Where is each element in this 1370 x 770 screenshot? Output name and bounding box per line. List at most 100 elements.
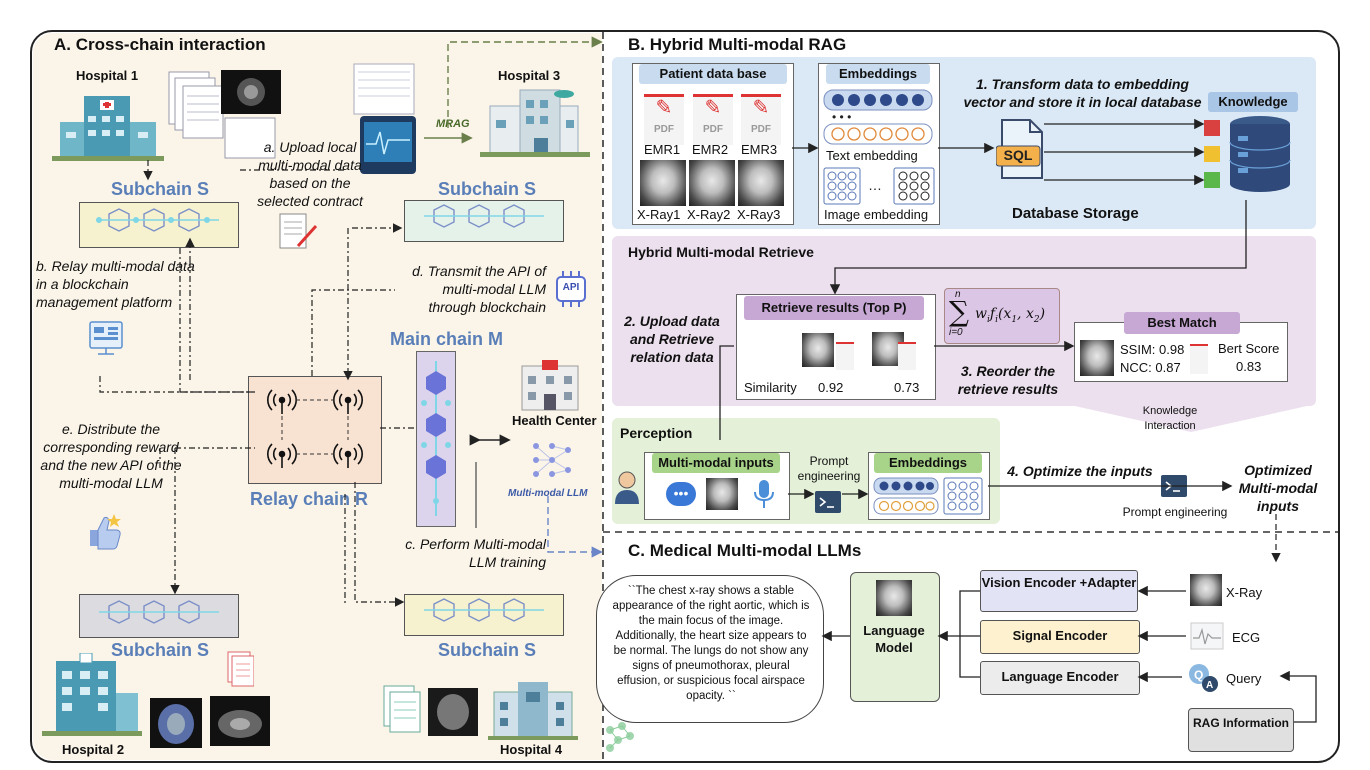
similarity-value-1: 0.92	[818, 380, 844, 395]
subchain-4-label: Subchain S	[438, 640, 537, 660]
perception-embeddings-header: Embeddings	[874, 453, 982, 473]
retrieve-result2-pdf-icon	[898, 342, 916, 370]
svg-text:A: A	[1206, 680, 1213, 691]
perception-title: Perception	[620, 425, 693, 441]
prompt-engineering-label-2: Prompt engineering	[1122, 505, 1228, 519]
health-center-label: Health Center	[512, 413, 597, 428]
emr2-pdf-icon: ✎PDF	[693, 94, 733, 145]
xray3-image	[738, 160, 784, 206]
hospital-2-label: Hospital 2	[62, 742, 125, 757]
hospital-1-label: Hospital 1	[76, 68, 139, 83]
optimized-inputs-label: Optimized Multi-modal inputs	[1238, 462, 1318, 514]
emr1-pdf-icon: ✎PDF	[644, 94, 684, 145]
note-c-training: c. Perform Multi-modal LLM training	[405, 536, 546, 570]
section-a-title: A. Cross-chain interaction	[54, 35, 266, 54]
hospital-2-report-icon	[227, 651, 254, 687]
image-embedding-grid-icon: …	[823, 167, 935, 205]
subchain-2-label: Subchain S	[111, 640, 210, 660]
language-encoder-box: Language Encoder	[980, 661, 1140, 695]
mrag-label: MRAG	[436, 118, 470, 130]
emr3-pdf-tag: PDF	[751, 124, 771, 135]
subchain-1-blocks[interactable]	[79, 202, 239, 248]
xray1-image	[640, 160, 686, 206]
xray3-label: X-Ray3	[737, 207, 781, 222]
user-avatar-icon	[615, 471, 639, 504]
note-a-upload: a. Upload local multi-modal data based o…	[257, 139, 363, 209]
input-xray-image	[1190, 574, 1222, 606]
bert-score-label: Bert Score	[1218, 341, 1280, 356]
query-qa-icon: Q A	[1189, 664, 1218, 692]
relay-chain-label: Relay chain R	[250, 489, 369, 509]
similarity-value-2: 0.73	[894, 380, 920, 395]
emr2-label: EMR2	[692, 142, 729, 157]
brain-network-icon	[606, 722, 634, 752]
multimodal-llm-label: Multi-modal LLM	[508, 488, 588, 499]
vision-encoder-box: Vision Encoder +Adapter	[980, 570, 1138, 612]
subchain-2-blocks[interactable]	[79, 594, 239, 638]
section-c-title: C. Medical Multi-modal LLMs	[628, 541, 862, 560]
bert-score-value: 0.83	[1236, 359, 1262, 374]
chat-bubble-icon: •••	[666, 482, 696, 506]
hospital-3-label: Hospital 3	[498, 68, 561, 83]
svg-text:…: …	[868, 177, 882, 193]
hospital-4-records-icon	[383, 685, 478, 736]
database-storage-label: Database Storage	[1012, 205, 1139, 222]
hospital-1-records-icon	[168, 70, 281, 159]
formula-lower-bound: i=0	[949, 327, 963, 338]
step3-text: 3. Reorder the retrieve results	[957, 363, 1059, 397]
terminal-icon-1	[815, 491, 841, 513]
language-model-label: Language Model	[863, 623, 925, 655]
platform-dashboard-icon	[89, 321, 123, 355]
note-e-distribute: e. Distribute the corresponding reward a…	[40, 421, 182, 491]
contract-document-icon	[279, 213, 318, 249]
microphone-icon	[754, 480, 774, 508]
hospital-2-scans-icon	[150, 696, 270, 748]
api-label: API	[562, 282, 580, 293]
step4-text: 4. Optimize the inputs	[1007, 463, 1153, 479]
xray-input-label: X-Ray	[1226, 585, 1263, 600]
hospital-3-building-icon	[480, 89, 590, 157]
svg-text:Q: Q	[1194, 668, 1203, 682]
retrieve-results-header: Retrieve results (Top P)	[744, 296, 924, 320]
note-d-transmit: d. Transmit the API of multi-modal LLM t…	[412, 263, 546, 315]
perception-embedding-vectors-icon	[873, 477, 983, 515]
health-center-building-icon	[521, 360, 579, 411]
xray2-image	[689, 160, 735, 206]
knowledge-database-icon	[1204, 116, 1291, 192]
main-chain-box[interactable]	[416, 351, 456, 527]
emr2-pdf-tag: PDF	[703, 124, 723, 135]
relay-chain-box[interactable]	[248, 376, 382, 484]
text-embedding-vectors-icon: • • •	[823, 89, 933, 145]
sql-database-icon: SQL	[995, 118, 1046, 180]
knowledge-header: Knowledge	[1208, 92, 1298, 112]
best-match-xray	[1080, 340, 1114, 376]
embeddings-header: Embeddings	[826, 64, 930, 84]
step2-text: 2. Upload data and Retrieve relation dat…	[624, 313, 720, 365]
language-model-xray	[876, 580, 912, 616]
patient-database-header: Patient data base	[639, 64, 787, 84]
outer-frame	[30, 30, 1340, 763]
subchain-4-blocks[interactable]	[404, 594, 564, 636]
emr1-label: EMR1	[644, 142, 681, 157]
hospital-4-label: Hospital 4	[500, 742, 563, 757]
image-embedding-label: Image embedding	[824, 207, 929, 222]
similarity-label: Similarity	[744, 380, 797, 395]
xray2-label: X-Ray2	[687, 207, 731, 222]
ecg-icon	[1190, 622, 1224, 650]
rag-information-box: RAG Information	[1188, 708, 1294, 752]
api-chip-icon: API	[551, 269, 591, 309]
multimodal-llm-network-icon	[533, 443, 571, 477]
sql-label: SQL	[1003, 147, 1033, 163]
reward-thumbs-up-icon	[90, 514, 121, 550]
emr1-pdf-tag: PDF	[654, 124, 674, 135]
best-match-pdf-icon	[1190, 344, 1208, 374]
subchain-3-blocks[interactable]	[404, 200, 564, 242]
emr3-label: EMR3	[741, 142, 778, 157]
hospital-1-building-icon	[52, 96, 164, 161]
llm-output-text: ``The chest x-ray shows a stable appeara…	[612, 585, 810, 702]
step1-text: 1. Transform data to embedding vector an…	[963, 76, 1202, 110]
